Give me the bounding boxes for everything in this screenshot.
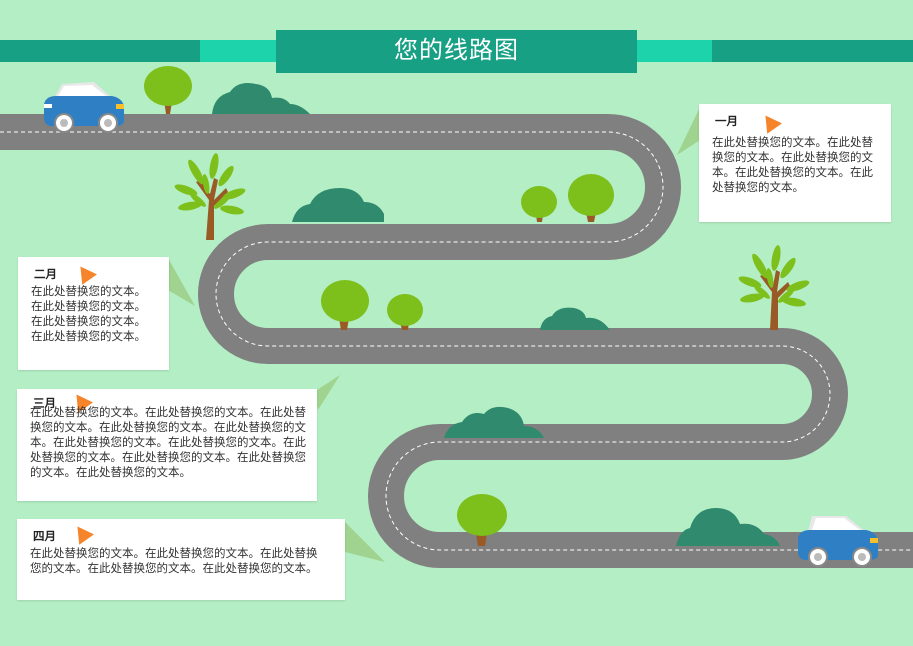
bush-3: [540, 307, 610, 330]
bush-2: [292, 188, 384, 222]
tree-4: [321, 280, 369, 330]
tree-1: [144, 66, 192, 114]
tree-3: [568, 174, 614, 222]
bush-1: [212, 83, 310, 114]
milestone-month: 三月: [33, 396, 56, 410]
round-trees: [144, 66, 614, 546]
flag-icon: [73, 261, 97, 285]
flag-icon: [758, 110, 782, 134]
callout-pointers: [168, 107, 700, 562]
title-banner: [0, 30, 913, 73]
milestone-month: 二月: [34, 267, 57, 281]
tree-6: [457, 494, 507, 546]
milestone-month: 四月: [33, 529, 56, 543]
car-start: [44, 82, 124, 133]
car-end: [798, 516, 878, 567]
milestone-month: 一月: [715, 114, 738, 128]
leafy-tree-right: [738, 245, 810, 330]
bush-5: [676, 508, 780, 546]
flag-icon: [70, 521, 94, 545]
bushes: [212, 83, 780, 546]
milestone-text: 在此处替换您的文本。在此处替换您的文本。在此处替换您的文本。在此处替换您的文本。…: [712, 135, 873, 194]
milestone-february: 二月 在此处替换您的文本。在此处替换您的文本。在此处替换您的文本。在此处替换您的…: [18, 257, 169, 370]
leafy-tree-left: [174, 153, 246, 240]
milestone-text: 在此处替换您的文本。在此处替换您的文本。在此处替换您的文本。在此处替换您的文本。…: [30, 546, 318, 575]
tree-5: [387, 294, 423, 330]
page-title: 您的线路图: [394, 36, 519, 64]
milestone-text: 在此处替换您的文本。在此处替换您的文本。在此处替换您的文本。在此处替换您的文本。: [31, 284, 146, 343]
winding-road: [0, 114, 913, 568]
milestone-april: 四月 在此处替换您的文本。在此处替换您的文本。在此处替换您的文本。在此处替换您的…: [17, 519, 345, 600]
milestone-january: 一月 在此处替换您的文本。在此处替换您的文本。在此处替换您的文本。在此处替换您的…: [699, 104, 891, 222]
milestone-march: 三月 在此处替换您的文本。在此处替换您的文本。在此处替换您的文本。在此处替换您的…: [17, 389, 317, 501]
milestone-text: 在此处替换您的文本。在此处替换您的文本。在此处替换您的文本。在此处替换您的文本。…: [30, 405, 306, 479]
tree-2: [521, 186, 557, 222]
bush-4: [444, 406, 544, 438]
